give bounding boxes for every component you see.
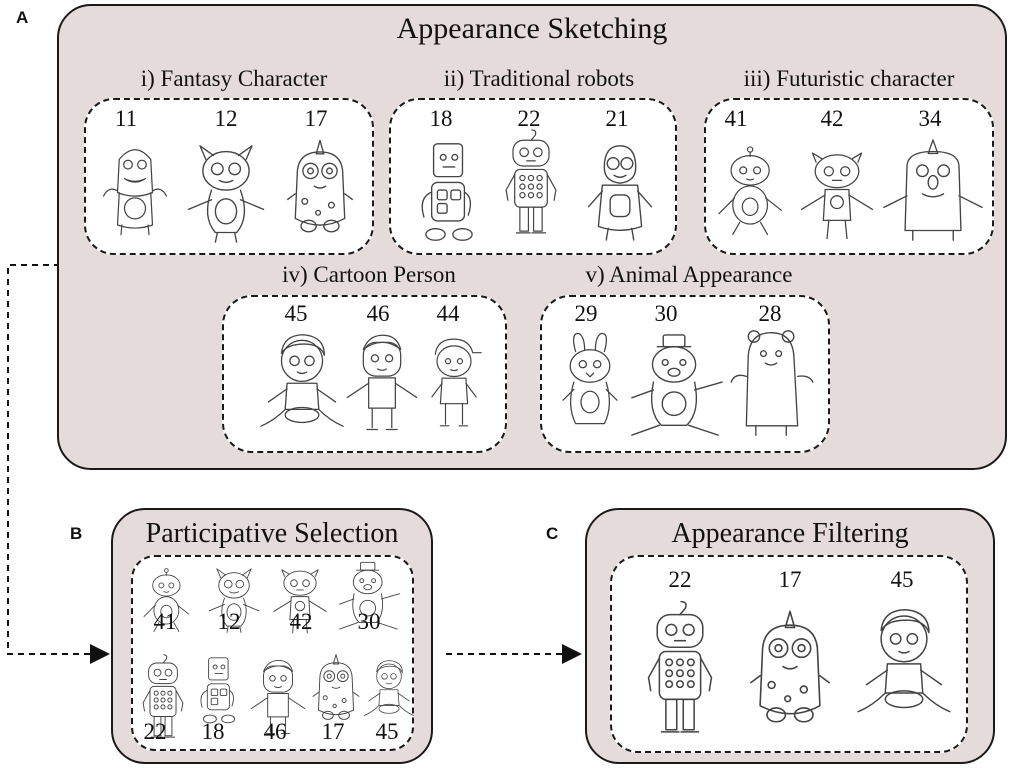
sketch-robot-tv — [421, 143, 473, 241]
sketch-kid-sitting — [363, 660, 415, 716]
group-cartoon-person-box: 45 46 44 — [222, 295, 507, 453]
panel-a-letter: A — [16, 8, 29, 27]
sketch-number: 29 — [574, 301, 598, 326]
sketch-robot-buttons — [647, 600, 713, 733]
sketch-number: 42 — [820, 106, 844, 131]
sketch-number: 41 — [724, 106, 748, 131]
sketch-futuristic-baby-bot — [718, 146, 782, 236]
sketch-number: 22 — [517, 106, 541, 131]
sketch-number: 44 — [436, 301, 460, 326]
sketch-robot-tv — [200, 657, 236, 724]
panel-a-title: Appearance Sketching — [396, 12, 668, 45]
sketch-cartoon-kid-standing — [346, 334, 418, 431]
sketch-kid-sitting — [857, 609, 951, 713]
sketch-number: 18 — [201, 719, 225, 744]
sketch-number: 45 — [284, 301, 308, 326]
sketch-animal-bear-blob — [730, 330, 814, 436]
sketch-number: 17 — [321, 719, 345, 744]
sketch-fantasy-unicorn — [287, 139, 353, 233]
sketch-robot-round — [587, 145, 653, 241]
panel-c-title: Appearance Filtering — [671, 518, 909, 549]
selection-box: 41 12 42 30 22 18 46 17 45 — [131, 555, 415, 751]
group-futuristic-title: iii) Futuristic character — [743, 66, 955, 91]
sketch-number: 21 — [605, 106, 629, 131]
sketch-animal-bear-hat — [631, 334, 723, 436]
group-cartoon-person-title: iv) Cartoon Person — [282, 262, 456, 287]
sketch-unicorn — [749, 610, 831, 723]
sketch-number: 11 — [114, 106, 138, 131]
group-fantasy-title: i) Fantasy Character — [140, 66, 328, 91]
sketch-number: 17 — [778, 567, 802, 592]
sketch-number: 30 — [654, 301, 678, 326]
sketch-number: 22 — [668, 567, 692, 592]
group-animal-title: v) Animal Appearance — [585, 262, 793, 287]
sketch-number: 45 — [375, 719, 399, 744]
panel-b-letter: B — [70, 524, 83, 543]
panel-b-title: Participative Selection — [145, 518, 399, 549]
sketch-cartoon-kid-cap — [431, 338, 482, 427]
sketch-number: 22 — [143, 719, 167, 744]
panel-participative-selection: Participative Selection 41 12 42 30 22 1… — [111, 508, 433, 764]
group-animal-box: 29 30 28 — [540, 295, 830, 453]
sketch-number: 34 — [918, 106, 942, 131]
sketch-number: 28 — [758, 301, 782, 326]
sketch-number: 46 — [263, 719, 287, 744]
group-futuristic-box: 41 42 34 — [704, 98, 994, 255]
panel-appearance-filtering: Appearance Filtering 22 17 45 — [585, 508, 995, 764]
sketch-fantasy-dragon — [187, 145, 265, 243]
connector-a-to-b — [7, 264, 110, 664]
sketch-number: 42 — [289, 609, 313, 634]
group-fantasy-box: 11 12 17 — [84, 98, 374, 255]
sketch-futuristic-ears-bot — [800, 152, 874, 240]
sketch-cartoon-kid-sitting — [260, 334, 344, 427]
sketch-unicorn — [312, 654, 360, 720]
sketch-number: 45 — [890, 567, 914, 592]
sketch-number: 41 — [153, 609, 177, 634]
sketch-animal-bunny — [562, 332, 618, 425]
sketch-robot-buttons — [505, 129, 557, 234]
sketch-number: 46 — [366, 301, 390, 326]
sketch-number: 17 — [304, 106, 328, 131]
group-traditional-robots-box: 18 22 21 — [389, 98, 677, 255]
panel-c-letter: C — [546, 524, 559, 543]
sketch-futuristic-horn-bot — [883, 139, 983, 241]
panel-appearance-sketching: Appearance Sketching i) Fantasy Characte… — [57, 4, 1007, 470]
filtering-box: 22 17 45 — [610, 555, 968, 753]
sketch-number: 30 — [357, 609, 381, 634]
sketch-number: 12 — [217, 609, 241, 634]
sketch-number: 12 — [214, 106, 238, 131]
group-traditional-robots-title: ii) Traditional robots — [443, 66, 635, 91]
sketch-fantasy-monster — [102, 149, 168, 236]
sketch-number: 18 — [429, 106, 453, 131]
